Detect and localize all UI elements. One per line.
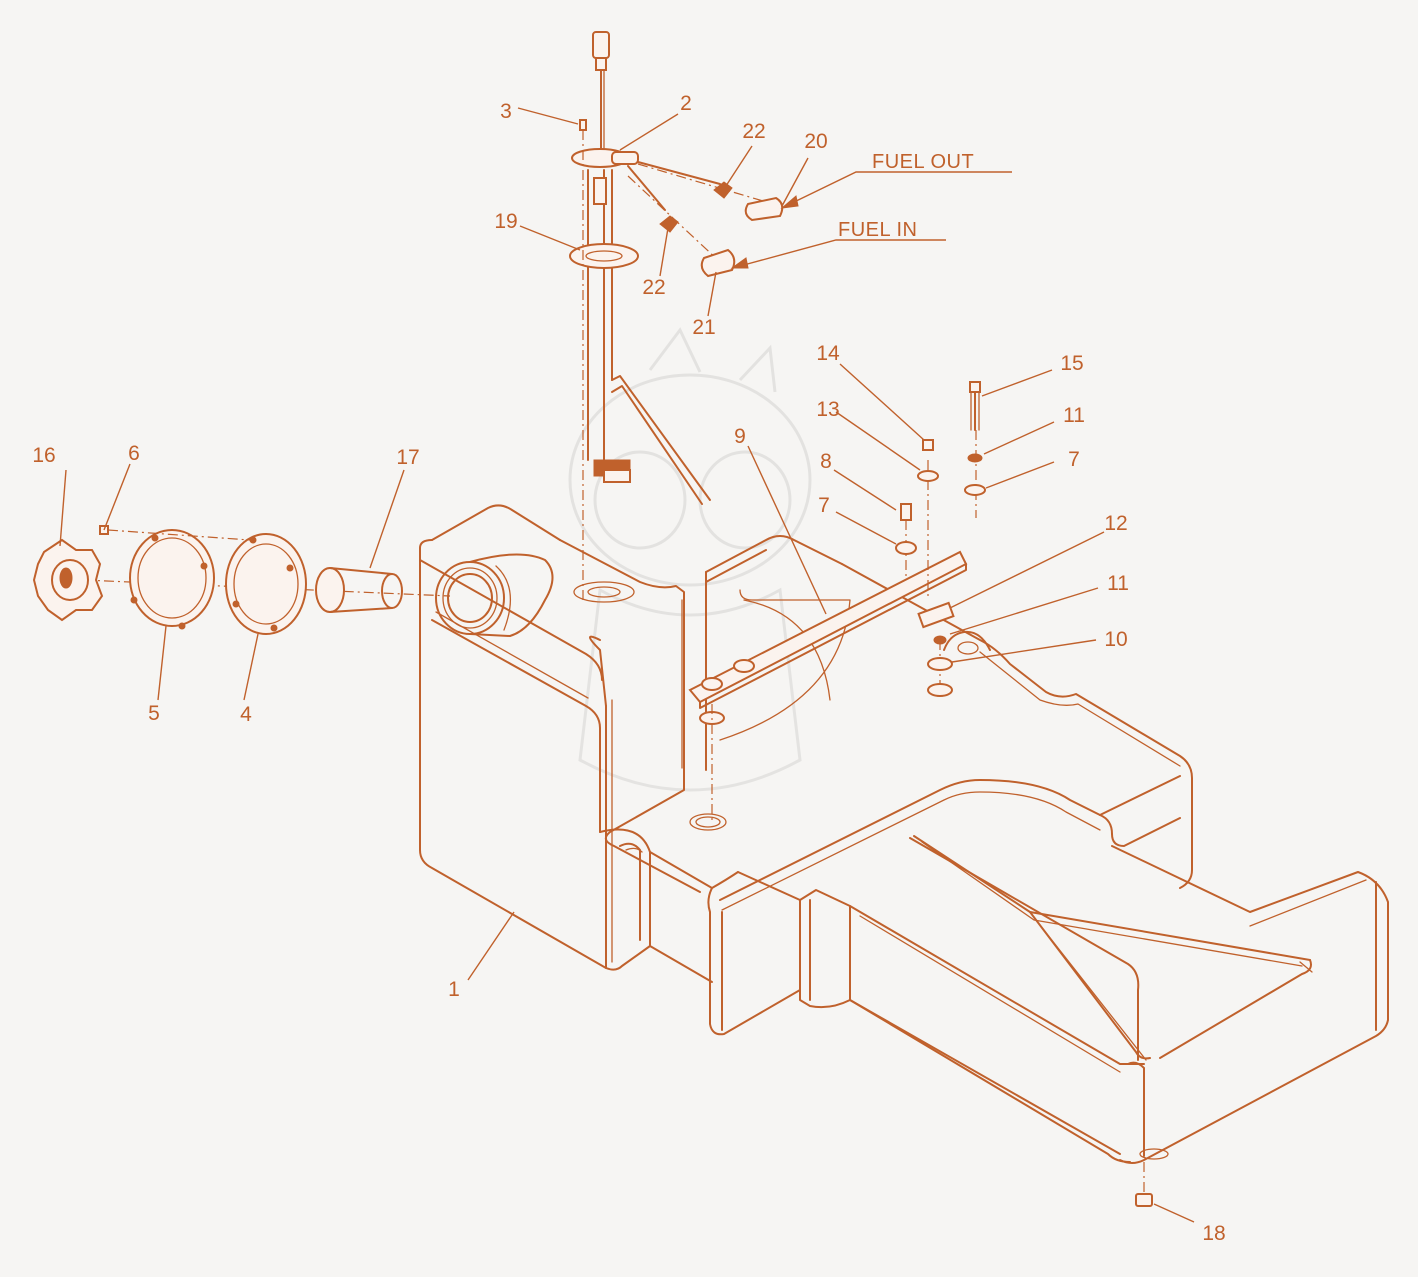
callout-10: 10 (1104, 628, 1127, 651)
watermark (568, 327, 812, 792)
callout-4: 4 (240, 703, 252, 726)
leader-lines (59, 107, 1195, 1223)
fitting-22-lower (659, 215, 679, 233)
callout-1: 1 (448, 978, 460, 1001)
callout-7-lower: 7 (818, 494, 830, 517)
fuel-in-label: FUEL IN (838, 219, 917, 241)
callout-21: 21 (692, 316, 715, 339)
callout-11-lower: 11 (1107, 572, 1129, 595)
callout-9: 9 (734, 425, 746, 448)
callout-22-lower: 22 (642, 276, 665, 299)
callout-19: 19 (494, 210, 517, 233)
callout-20: 20 (804, 130, 827, 153)
callout-5: 5 (148, 702, 160, 725)
hose-20 (744, 196, 784, 222)
fuel-tank (419, 504, 1389, 1164)
fuel-fittings (627, 163, 784, 278)
fuel-sender-unit (569, 31, 721, 600)
callout-7-upper: 7 (1068, 448, 1080, 471)
callout-22-upper: 22 (742, 120, 765, 143)
callout-8: 8 (820, 450, 832, 473)
ring-5 (129, 529, 215, 627)
callout-15: 15 (1060, 352, 1083, 375)
screw-3 (579, 119, 587, 131)
filler-neck (435, 553, 554, 637)
callout-11-upper: 11 (1063, 404, 1085, 427)
callout-17: 17 (396, 446, 419, 469)
callout-6: 6 (128, 442, 140, 465)
ring-4 (225, 533, 307, 635)
callout-18: 18 (1202, 1222, 1225, 1245)
callout-14: 14 (816, 342, 840, 365)
hose-21 (700, 248, 736, 278)
hold-down-bracket (688, 381, 986, 820)
callout-13: 13 (816, 398, 839, 421)
fuel-out-label: FUEL OUT (872, 151, 974, 173)
callout-2: 2 (680, 92, 692, 115)
callout-3: 3 (500, 100, 512, 123)
callout-labels: 1 2 3 4 5 6 7 7 8 9 10 11 11 12 13 14 15… (32, 92, 1225, 1245)
drain-plug (1135, 1162, 1153, 1207)
clamp-plate-12 (917, 601, 955, 629)
sender-gasket (569, 243, 639, 269)
callout-16: 16 (32, 444, 55, 467)
callout-12: 12 (1104, 512, 1127, 535)
filler-cap-assembly (32, 525, 451, 635)
filler-tube (315, 567, 403, 613)
